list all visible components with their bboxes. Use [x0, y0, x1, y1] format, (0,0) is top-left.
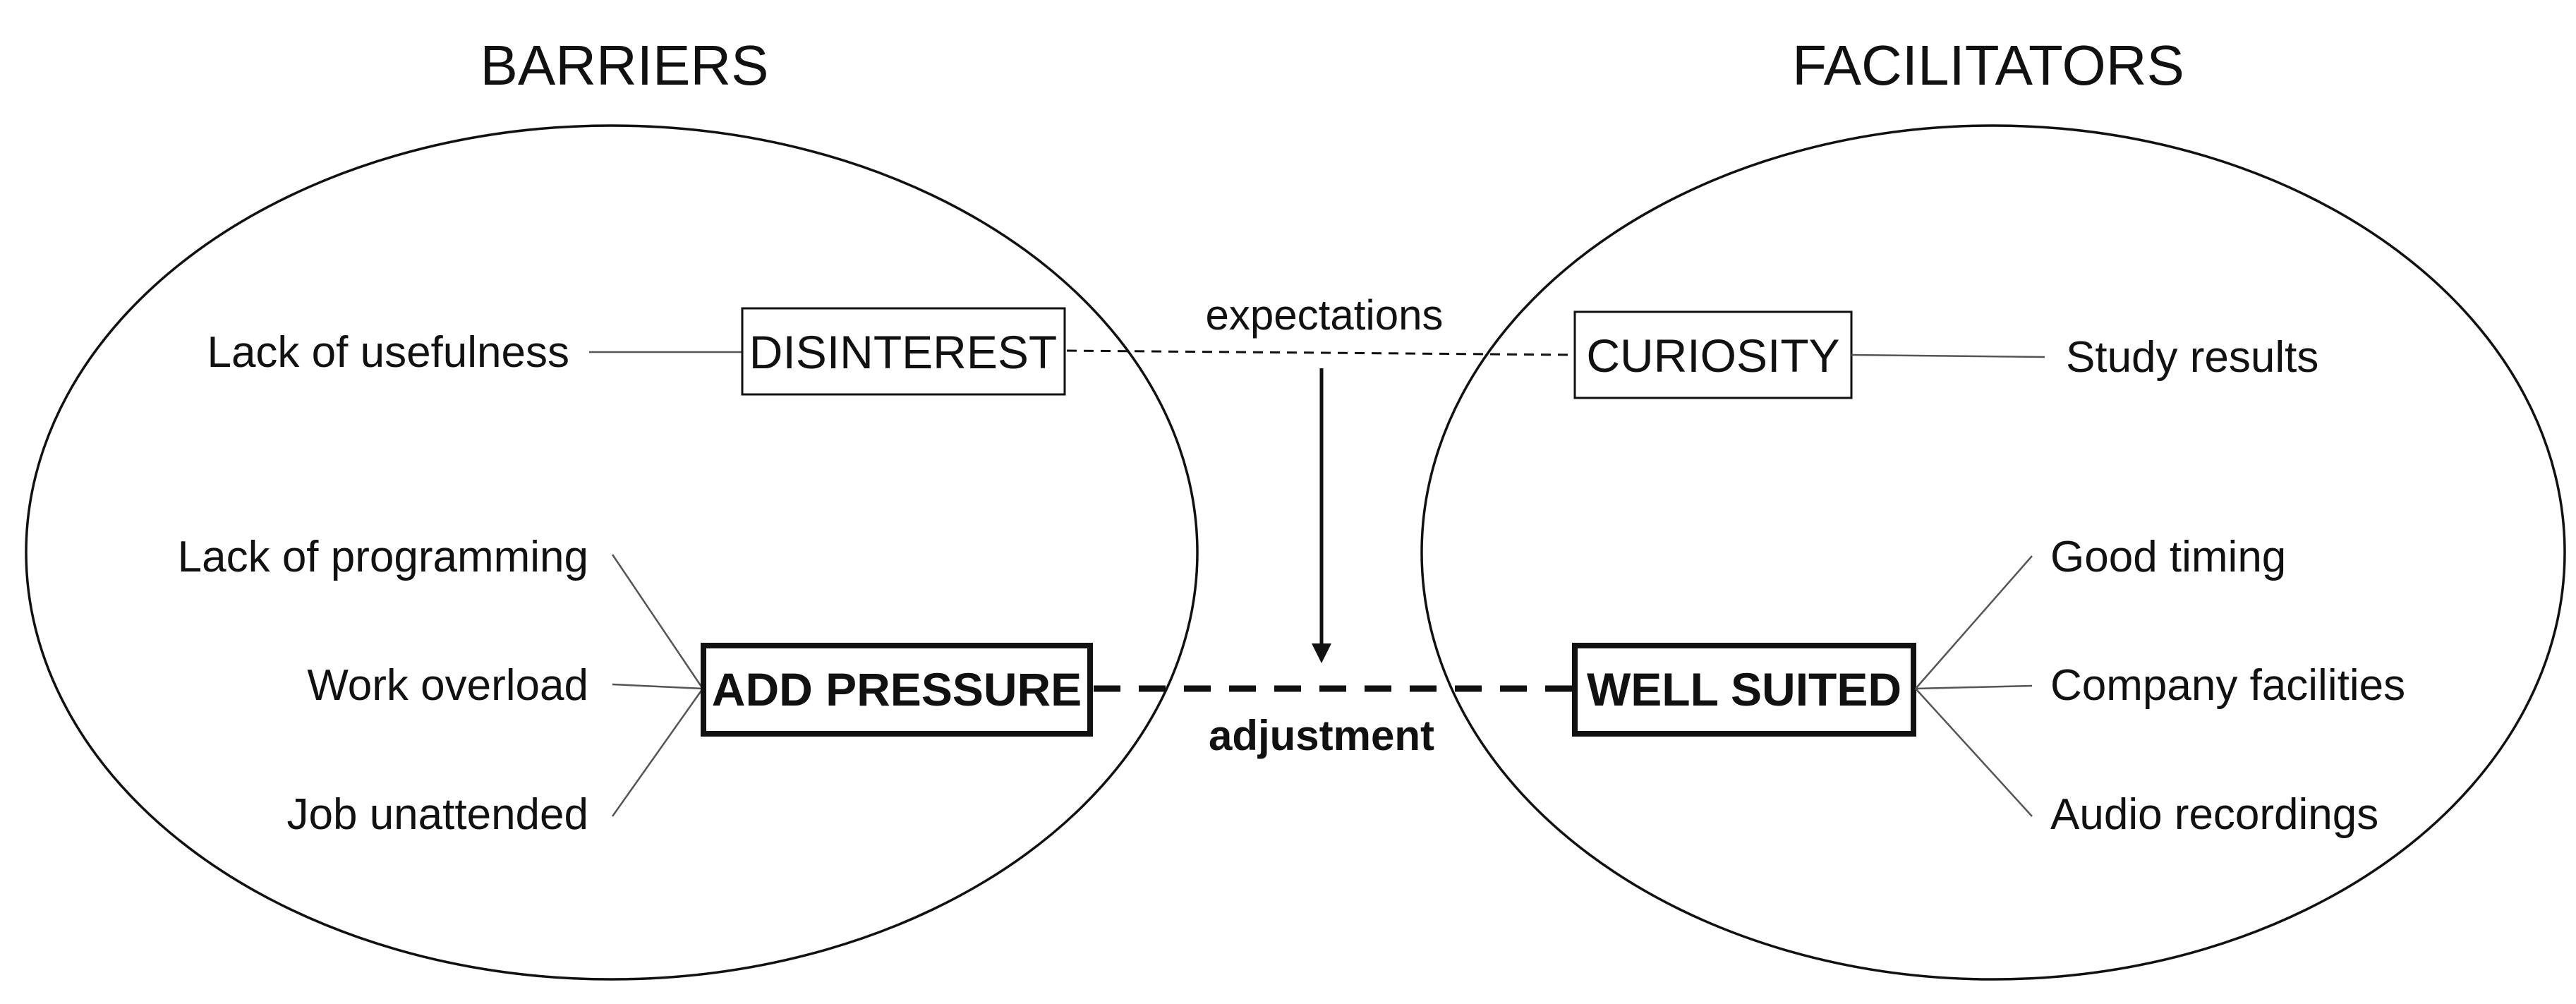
work-overload-label: Work overload — [307, 661, 588, 710]
good-timing-label: Good timing — [2050, 533, 2286, 581]
expectations-link — [1066, 349, 1576, 356]
company-facilities-label: Company facilities — [2050, 661, 2405, 710]
barriers-heading: BARRIERS — [480, 34, 769, 97]
disinterest-box — [741, 307, 1066, 396]
study-results-label: Study results — [2066, 333, 2318, 382]
disinterest-text: DISINTEREST — [749, 326, 1057, 378]
barriers-ellipse — [25, 124, 1199, 981]
expectations-label: expectations — [1206, 291, 1444, 339]
job-unattended-label: Job unattended — [287, 790, 589, 839]
curiosity-text: CURIOSITY — [1586, 329, 1839, 382]
well-suited-box — [1572, 643, 1916, 737]
lack-of-programming-connector — [611, 554, 704, 689]
facilitators-heading: FACILITATORS — [1792, 34, 2184, 97]
add-pressure-box — [701, 643, 1093, 737]
arrowhead-icon — [1312, 643, 1331, 663]
adjustment-label: adjustment — [1209, 712, 1434, 759]
job-unattended-connector — [611, 688, 704, 817]
study-results-connector — [1851, 353, 2045, 358]
lack-of-usefulness-label: Lack of usefulness — [207, 328, 569, 377]
add-pressure-text: ADD PRESSURE — [712, 663, 1082, 715]
good-timing-connector — [1915, 555, 2033, 689]
audio-recordings-connector — [1915, 688, 2033, 817]
well-suited-text: WELL SUITED — [1587, 663, 1901, 715]
curiosity-box — [1573, 310, 1853, 399]
lack-of-programming-label: Lack of programming — [178, 533, 588, 581]
work-overload-connector — [612, 683, 703, 690]
facilitators-ellipse — [1420, 124, 2566, 981]
company-facilities-connector — [1915, 684, 2033, 690]
audio-recordings-label: Audio recordings — [2050, 790, 2378, 839]
